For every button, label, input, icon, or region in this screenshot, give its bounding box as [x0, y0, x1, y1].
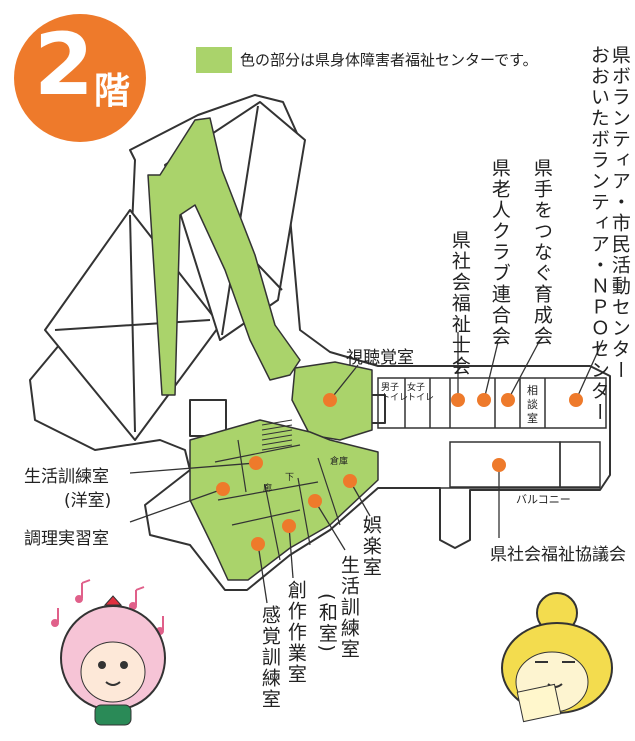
- leader-volunteer-center: [575, 339, 604, 401]
- divider-4: [264, 484, 281, 561]
- divider-1: [214, 444, 301, 463]
- music-note-icon: [51, 579, 164, 635]
- label-life-japanese-sub: (和室): [315, 593, 338, 654]
- marker-elder-club: [477, 393, 491, 407]
- divider-5: [297, 477, 311, 546]
- marker-social-worker: [451, 393, 465, 407]
- floor-char: 階: [94, 71, 131, 112]
- leader-life-western: [129, 462, 257, 474]
- marker-life-western: [249, 456, 263, 470]
- label-creative: 創作作業室: [284, 580, 307, 685]
- leader-life-japanese: [314, 500, 346, 551]
- highlight-corridor: [147, 117, 301, 396]
- marker-sensory: [251, 537, 265, 551]
- corridor-label-2: 下: [285, 473, 295, 483]
- label-life-western-sub: (洋室): [64, 491, 112, 511]
- legend-swatch: [196, 47, 232, 73]
- floor-number: 2: [34, 15, 94, 115]
- leader-hand-in-hand: [507, 339, 541, 401]
- label-hand-in-hand: 県手をつなぐ育成会: [530, 158, 553, 347]
- marker-recreation: [343, 474, 357, 488]
- strawberry-girl-mascot: [60, 595, 166, 726]
- label-elder-club: 県老人クラブ連合会: [488, 158, 511, 347]
- leader-sensory: [257, 543, 268, 604]
- label-cooking: 調理実習室: [24, 529, 109, 549]
- men-toilet-label-1: 男子: [381, 383, 400, 393]
- women-toilet-label-1: 女子: [407, 383, 426, 393]
- label-sensory: 感覚訓練室: [258, 605, 281, 710]
- label-council: 県社会福祉協議会: [490, 545, 626, 565]
- room-cross-d: [129, 214, 136, 433]
- men-toilet-label-2: トイレ: [381, 393, 409, 403]
- label-social-worker: 県社会福祉士会: [448, 230, 471, 377]
- small-block-a: [189, 399, 227, 437]
- label-life-western: 生活訓練室: [24, 467, 109, 487]
- divider-3: [231, 509, 301, 526]
- marker-council: [492, 458, 506, 472]
- label-volunteer-center: 県ボランティア・市民活動センター: [608, 45, 631, 381]
- divider-7: [237, 439, 247, 493]
- consult-label-2: 談: [527, 398, 538, 411]
- label-recreation: 娯楽室: [359, 515, 382, 578]
- consult-label-3: 室: [527, 412, 538, 425]
- leader-av-room: [329, 364, 359, 401]
- floor-badge: 2 階: [14, 14, 146, 142]
- marker-creative: [282, 519, 296, 533]
- right-wing-upper: [377, 377, 607, 429]
- legend-text: 色の部分は県身体障害者福祉センターです。: [240, 51, 538, 69]
- label-av-room: 視聴覚室: [346, 348, 414, 368]
- leader-elder-club: [483, 341, 499, 401]
- marker-av-room: [323, 393, 337, 407]
- divider-6: [317, 457, 341, 526]
- storage-label: 倉庫: [330, 457, 349, 467]
- label-life-japanese: 生活訓練室: [337, 555, 360, 660]
- stairs-icon: [261, 419, 293, 451]
- divider-2: [217, 481, 319, 501]
- marker-life-japanese: [308, 494, 322, 508]
- marker-cooking: [216, 482, 230, 496]
- marker-volunteer-center: [569, 393, 583, 407]
- council-side-room: [559, 441, 601, 488]
- corridor-label-1: 廊: [263, 484, 273, 494]
- marker-hand-in-hand: [501, 393, 515, 407]
- women-toilet-label-2: トイレ: [407, 393, 435, 403]
- leader-creative: [288, 525, 294, 579]
- chestnut-boy-mascot: [501, 592, 613, 723]
- leader-cooking: [129, 488, 224, 523]
- balcony-label: バルコニー: [516, 493, 571, 506]
- consult-label-1: 相: [527, 384, 538, 397]
- label-npo-center: おおいたボランティア・ＮＰＯセンター: [587, 45, 610, 423]
